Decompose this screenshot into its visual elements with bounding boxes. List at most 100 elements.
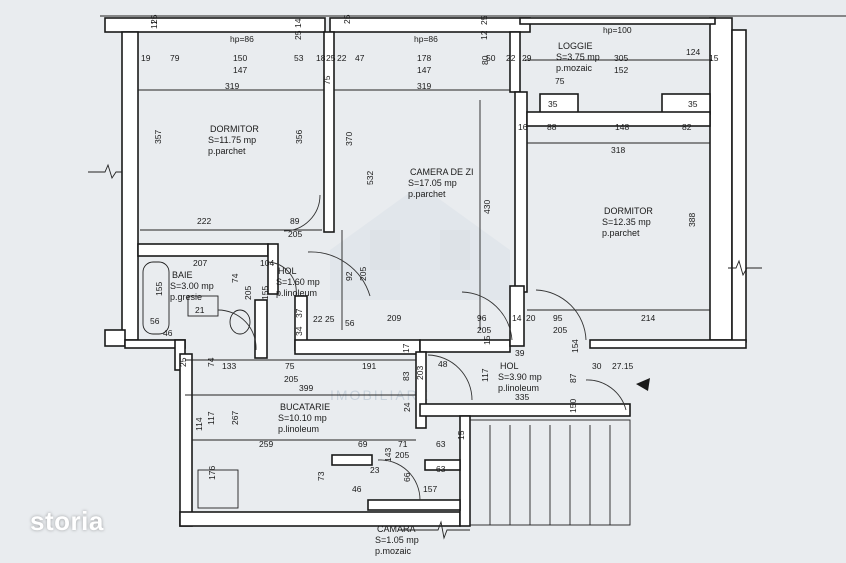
dimension-label-vertical: 532 [365, 171, 375, 185]
dimension-label-vertical: 25 [479, 15, 489, 25]
dimension-label-vertical: 150 [568, 399, 578, 413]
room-floor: p.parchet [602, 228, 640, 238]
room-name: HOL [278, 266, 297, 276]
dimension-label-vertical: 430 [482, 200, 492, 214]
dimension-label-vertical: 117 [206, 411, 216, 425]
watermark-house [330, 185, 510, 300]
dimension-label-vertical: 267 [230, 411, 240, 425]
dimension-label: 23 [370, 465, 380, 475]
dimension-label-vertical: 15 [570, 343, 580, 353]
dimension-label: 22 [313, 314, 323, 324]
dimension-label: 148 [615, 122, 629, 132]
room-area: S=3.75 mp [556, 52, 600, 62]
room-floor: p.linoleum [278, 424, 319, 434]
dimension-label: 47 [355, 53, 365, 63]
dimension-label: 35 [688, 99, 698, 109]
dimension-label-vertical: 37 [294, 308, 304, 318]
dimension-label-vertical: 25 [342, 14, 352, 24]
dimension-label: 178 [417, 53, 431, 63]
dimension-label-vertical: 205 [243, 286, 253, 300]
dimension-label: 75 [285, 361, 295, 371]
dimension-label-vertical: 114 [194, 417, 204, 431]
dimension-label: 56 [150, 316, 160, 326]
dimension-label-vertical: 370 [344, 132, 354, 146]
dimension-label: 35 [548, 99, 558, 109]
room-area: S=11.75 mp [208, 135, 256, 145]
dimension-label: 214 [641, 313, 655, 323]
dimension-label: 124 [686, 47, 700, 57]
dimension-label: 18 [316, 53, 326, 63]
dimension-label: 82 [682, 122, 692, 132]
dimension-label: 95 [553, 313, 563, 323]
room-floor: p.gresie [170, 292, 202, 302]
dimension-label: 147 [417, 65, 431, 75]
dimension-label: 88 [547, 122, 557, 132]
dimension-label: 305 [614, 53, 628, 63]
room-name: DORMITOR [210, 124, 259, 134]
dimension-label: 89 [290, 216, 300, 226]
dimension-label: 25 [325, 314, 335, 324]
room-area: S=3.90 mp [498, 372, 542, 382]
dimension-label-vertical: 75 [322, 75, 332, 85]
dimension-label: 205 [288, 229, 302, 239]
window-height-label: hp=86 [230, 34, 254, 44]
dimension-label-vertical: 155 [260, 286, 270, 300]
dimension-label: 22 [506, 53, 516, 63]
dimension-label-vertical: 4 [570, 339, 580, 344]
dimension-label: 75 [555, 76, 565, 86]
dimension-label-vertical: 143 [383, 448, 393, 462]
dimension-label: 259 [259, 439, 273, 449]
dimension-label: 22 [337, 53, 347, 63]
door-swings [217, 194, 627, 501]
room-name: HOL [500, 361, 519, 371]
room-floor: p.parchet [208, 146, 246, 156]
dimension-label: 71 [398, 439, 408, 449]
dimension-label: 46 [163, 328, 173, 338]
room-name: DORMITOR [604, 206, 653, 216]
dimension-label: 19 [141, 53, 151, 63]
dimension-label: 207 [193, 258, 207, 268]
dimension-label-vertical: 92 [344, 271, 354, 281]
dimension-label-vertical: 24 [402, 402, 412, 412]
dimension-label: 222 [197, 216, 211, 226]
dimension-label-vertical: 34 [294, 326, 304, 336]
dimension-label-vertical: 15 [482, 335, 492, 345]
interior-lines [138, 59, 712, 526]
dimension-label: 319 [417, 81, 431, 91]
dimension-label-vertical: 12 [479, 30, 489, 40]
room-name: CAMARA [377, 524, 416, 534]
dimension-label-vertical: 14 [293, 18, 303, 28]
dimension-label-vertical: 87 [568, 373, 578, 383]
dimension-label: 21 [195, 305, 205, 315]
dimension-label-vertical: 203 [415, 366, 425, 380]
room-area: S=1.05 mp [375, 535, 419, 545]
dimension-label: 63 [436, 464, 446, 474]
dimension-label: 209 [387, 313, 401, 323]
dimension-label-vertical: 74 [230, 273, 240, 283]
dimension-label-vertical: 117 [480, 368, 490, 382]
dimension-label: 191 [362, 361, 376, 371]
window-height-label: hp=100 [603, 25, 632, 35]
dimension-label-vertical: 176 [207, 466, 217, 480]
room-name: CAMERA DE ZI [410, 167, 474, 177]
dimension-label-vertical: 11 [149, 20, 159, 29]
dimension-label: 318 [611, 145, 625, 155]
dimension-label: 79 [170, 53, 180, 63]
dimension-label: 29 [522, 53, 532, 63]
dimension-label: 15 [709, 53, 719, 63]
dimension-label-vertical: 25 [293, 30, 303, 40]
dimension-label-vertical: 25 [178, 357, 188, 367]
dimension-label: 152 [614, 65, 628, 75]
room-floor: p.linoleum [498, 383, 539, 393]
dimension-label-vertical: 15 [456, 430, 466, 440]
dimension-label-vertical: 155 [154, 282, 164, 296]
